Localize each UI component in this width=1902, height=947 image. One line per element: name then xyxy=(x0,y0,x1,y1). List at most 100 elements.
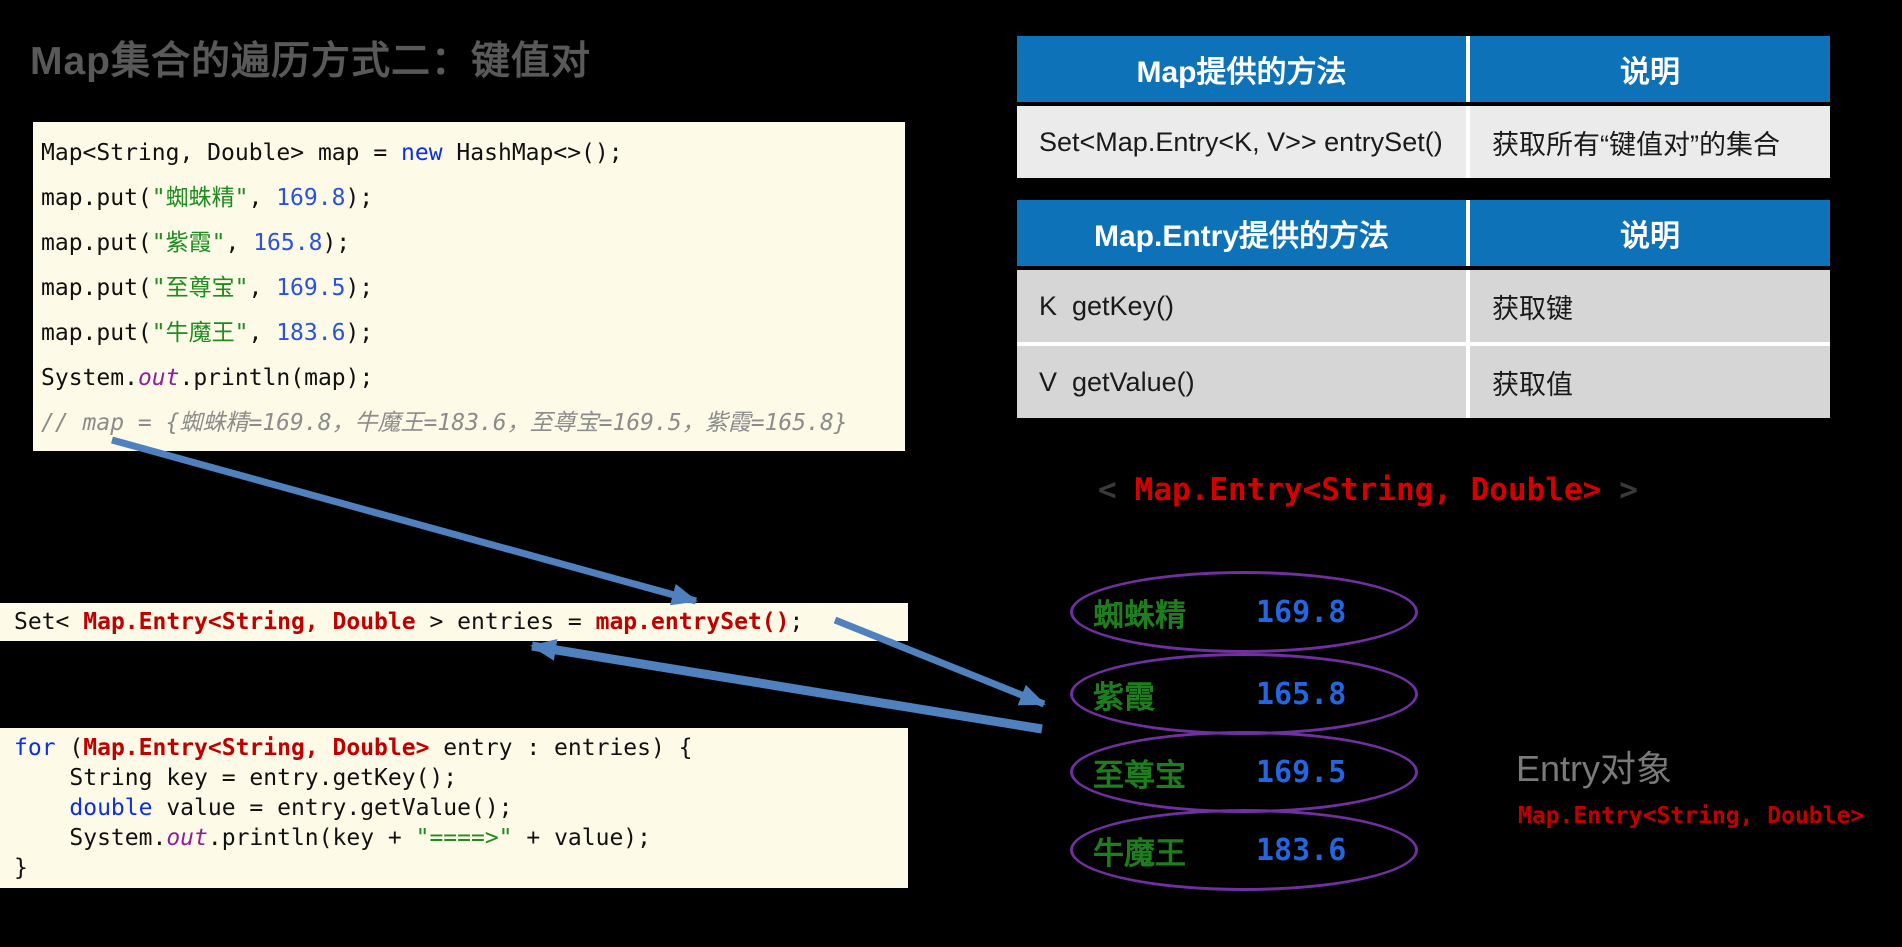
code-block-entryset: Set< Map.Entry<String, Double > entries … xyxy=(0,603,908,641)
code-segment: double xyxy=(69,795,153,821)
entry-ellipse: 蜘蛛精 169.8 xyxy=(1070,571,1418,653)
code-block-map-setup: Map<String, Double> map = new HashMap<>(… xyxy=(33,122,905,451)
code-segment: ( xyxy=(55,735,84,761)
code-line: double value = entry.getValue(); xyxy=(14,793,908,823)
entry-ellipse: 紫霞 165.8 xyxy=(1070,653,1418,735)
code-line: map.put("蜘蛛精", 169.8); xyxy=(41,176,905,221)
code-segment: 183.6 xyxy=(276,320,346,346)
code-segment: HashMap<>(); xyxy=(442,140,623,166)
code-segment: ; xyxy=(789,609,804,635)
entry-key: 蜘蛛精 xyxy=(1093,597,1186,633)
code-segment: > entries = xyxy=(415,609,596,635)
code-line: System.out.println(key + "====>" + value… xyxy=(14,823,908,853)
arrow-entries-to-set-variable xyxy=(530,638,1043,734)
code-segment: ); xyxy=(345,320,374,346)
code-segment: for xyxy=(14,735,56,761)
code-segment: "牛魔王" xyxy=(151,320,249,346)
table-cell: K getKey() xyxy=(1017,270,1470,342)
code-block-for-loop: for (Map.Entry<String, Double> entry : e… xyxy=(0,728,908,888)
code-segment: .println(map); xyxy=(179,365,374,391)
code-segment: Map.Entry<String, Double xyxy=(83,609,416,635)
table-body: Set<Map.Entry<K, V>> entrySet()获取所有“键值对”… xyxy=(1017,106,1830,178)
code-segment: Set< xyxy=(14,609,84,635)
entry-type-label: Map.Entry<String, Double> xyxy=(1518,803,1865,829)
table-row: V getValue()获取值 xyxy=(1017,346,1830,418)
table-header-cell: Map提供的方法 xyxy=(1017,36,1470,102)
code-segment: ); xyxy=(345,275,374,301)
entry-ellipse: 牛魔王 183.6 xyxy=(1070,809,1418,891)
code-segment: System. xyxy=(41,365,138,391)
table-row: Set<Map.Entry<K, V>> entrySet()获取所有“键值对”… xyxy=(1017,106,1830,178)
entry-key: 牛魔王 xyxy=(1093,835,1186,871)
code-segment: , xyxy=(225,230,254,256)
code-line: for (Map.Entry<String, Double> entry : e… xyxy=(14,733,908,763)
code-segment: Map<String, Double> map = xyxy=(41,140,402,166)
table-cell: V getValue() xyxy=(1017,346,1470,418)
entry-type-heading: < Map.Entry<String, Double> > xyxy=(1098,472,1638,508)
code-segment: map.put( xyxy=(41,185,152,211)
code-segment: value = entry.getValue(); xyxy=(152,795,513,821)
table-header-cell: 说明 xyxy=(1470,200,1830,266)
code-segment: map.put( xyxy=(41,320,152,346)
table-header-row: Map提供的方法说明 xyxy=(1017,36,1830,102)
entry-ellipse: 至尊宝 169.5 xyxy=(1070,731,1418,813)
table-header-row: Map.Entry提供的方法说明 xyxy=(1017,200,1830,266)
code-segment: System. xyxy=(14,825,167,851)
code-segment: "紫霞" xyxy=(151,230,226,256)
code-line: map.put("牛魔王", 183.6); xyxy=(41,311,905,356)
entry-value: 165.8 xyxy=(1256,676,1347,712)
code-segment xyxy=(14,795,69,821)
table-cell: 获取值 xyxy=(1470,346,1830,418)
entry-key: 至尊宝 xyxy=(1093,757,1186,793)
table-header-cell: Map.Entry提供的方法 xyxy=(1017,200,1470,266)
entry-type-heading-text: Map.Entry<String, Double> xyxy=(1134,472,1602,508)
code-segment: ); xyxy=(322,230,351,256)
code-line: Map<String, Double> map = new HashMap<>(… xyxy=(41,131,905,176)
code-segment: "至尊宝" xyxy=(151,275,249,301)
code-line: Set< Map.Entry<String, Double > entries … xyxy=(14,603,908,641)
arrow-map-to-entryset xyxy=(111,436,698,606)
code-line: map.put("至尊宝", 169.5); xyxy=(41,266,905,311)
code-line: } xyxy=(14,853,908,883)
code-segment: 169.5 xyxy=(276,275,346,301)
right-angle-bracket: > xyxy=(1619,472,1638,508)
code-segment: } xyxy=(14,855,28,881)
code-segment: map.put( xyxy=(41,230,152,256)
code-segment: String key = entry.getKey(); xyxy=(14,765,458,791)
entry-value: 183.6 xyxy=(1256,832,1347,868)
table-row: K getKey()获取键 xyxy=(1017,270,1830,342)
entry-value: 169.5 xyxy=(1256,754,1347,790)
code-segment: new xyxy=(401,140,443,166)
code-segment: 169.8 xyxy=(276,185,346,211)
code-segment: "====>" xyxy=(415,825,513,851)
code-segment: entry : entries) { xyxy=(429,735,693,761)
left-angle-bracket: < xyxy=(1098,472,1117,508)
code-segment: // map = {蜘蛛精=169.8，牛魔王=183.6，至尊宝=169.5，… xyxy=(41,410,848,436)
code-line: String key = entry.getKey(); xyxy=(14,763,908,793)
entry-ellipses-group: 蜘蛛精 169.8 紫霞 165.8 至尊宝 169.5 牛魔王 183.6 xyxy=(1070,571,1418,893)
code-segment: map.put( xyxy=(41,275,152,301)
code-segment: ); xyxy=(345,185,374,211)
code-line: System.out.println(map); xyxy=(41,356,905,401)
table-header-cell: 说明 xyxy=(1470,36,1830,102)
entry-value: 169.8 xyxy=(1256,594,1347,630)
code-segment: map.entrySet() xyxy=(595,609,790,635)
code-line: // map = {蜘蛛精=169.8，牛魔王=183.6，至尊宝=169.5，… xyxy=(41,401,905,446)
code-segment: , xyxy=(248,320,277,346)
table-cell: 获取键 xyxy=(1470,270,1830,342)
table-cell: Set<Map.Entry<K, V>> entrySet() xyxy=(1017,106,1470,178)
entry-key: 紫霞 xyxy=(1093,679,1155,715)
entry-object-label: Entry对象 xyxy=(1516,748,1673,789)
table-cell: 获取所有“键值对”的集合 xyxy=(1470,106,1830,178)
code-segment: , xyxy=(248,275,277,301)
code-segment: 165.8 xyxy=(253,230,323,256)
page-title: Map集合的遍历方式二：键值对 xyxy=(30,40,592,83)
code-line: map.put("紫霞", 165.8); xyxy=(41,221,905,266)
code-segment: out xyxy=(166,825,208,851)
code-segment: .println(key + xyxy=(207,825,416,851)
code-segment: , xyxy=(248,185,277,211)
